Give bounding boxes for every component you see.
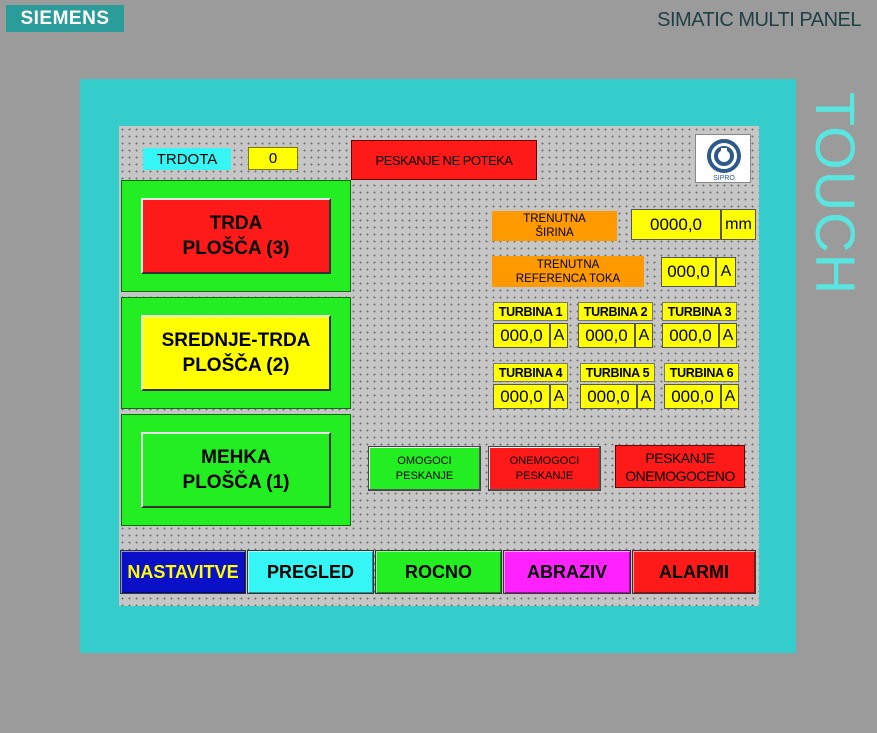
blasting-disabled-status: PESKANJE ONEMOGOCENO [615,445,745,488]
touch-label: TOUCH [804,91,868,295]
svg-text:SIPRO: SIPRO [713,175,735,182]
nav-alarms-button[interactable]: ALARMI [632,550,756,594]
turbine-3-unit: A [719,323,737,348]
nav-manual-button[interactable]: ROCNO [375,550,502,594]
current-reference-value: 000,0 [661,257,716,287]
current-width-label: TRENUTNA ŠIRINA [492,211,617,241]
turbine-5-unit: A [637,384,655,409]
turbine-4-value: 000,0 [493,384,550,409]
current-reference-unit: A [716,257,736,287]
hard-plate-line2: PLOŠČA (3) [182,238,290,259]
medium-plate-line2: PLOŠČA (2) [182,355,290,376]
medium-plate-line1: SREDNJE-TRDA [161,330,311,351]
siemens-logo: SIEMENS [6,5,124,32]
hard-plate-button[interactable]: TRDA PLOŠČA (3) [141,198,331,274]
turbine-1-unit: A [550,323,568,348]
soft-plate-button[interactable]: MEHKA PLOŠČA (1) [141,432,331,508]
blasting-status: PESKANJE NE POTEKA [351,140,537,180]
sipro-logo-icon: SIPRO [707,138,741,182]
soft-plate-line1: MEHKA [201,447,271,468]
turbine-5-label: TURBINA 5 [580,363,655,382]
current-width-unit: mm [721,209,756,240]
turbine-6-value: 000,0 [664,384,721,409]
turbine-1-label: TURBINA 1 [493,302,568,321]
current-width-value: 0000,0 [631,209,721,240]
medium-plate-button[interactable]: SREDNJE-TRDA PLOŠČA (2) [141,315,331,391]
sipro-logo: SIPRO [695,134,751,183]
nav-overview-button[interactable]: PREGLED [247,550,374,594]
hard-plate-line1: TRDA [209,213,263,234]
turbine-2-value: 000,0 [578,323,635,348]
disable-blasting-button[interactable]: ONEMOGOCI PESKANJE [488,446,601,491]
nav-settings-button[interactable]: NASTAVITVE [120,550,246,594]
turbine-4-unit: A [550,384,568,409]
hardness-value: 0 [248,147,298,170]
panel-model-label: SIMATIC MULTI PANEL [657,9,861,31]
soft-plate-line2: PLOŠČA (1) [182,472,290,493]
turbine-4-label: TURBINA 4 [493,363,568,382]
turbine-3-label: TURBINA 3 [662,302,737,321]
turbine-2-unit: A [635,323,653,348]
nav-abrasive-button[interactable]: ABRAZIV [503,550,631,594]
turbine-5-value: 000,0 [580,384,637,409]
current-reference-label: TRENUTNA REFERENCA TOKA [492,256,644,287]
turbine-6-unit: A [721,384,739,409]
hardness-label: TRDOTA [143,148,231,170]
hmi-screen: TRDOTA 0 PESKANJE NE POTEKA SIPRO TRDA P… [119,126,759,606]
enable-blasting-button[interactable]: OMOGOCI PESKANJE [368,446,481,491]
turbine-1-value: 000,0 [493,323,550,348]
turbine-3-value: 000,0 [662,323,719,348]
turbine-2-label: TURBINA 2 [578,302,653,321]
turbine-6-label: TURBINA 6 [664,363,739,382]
